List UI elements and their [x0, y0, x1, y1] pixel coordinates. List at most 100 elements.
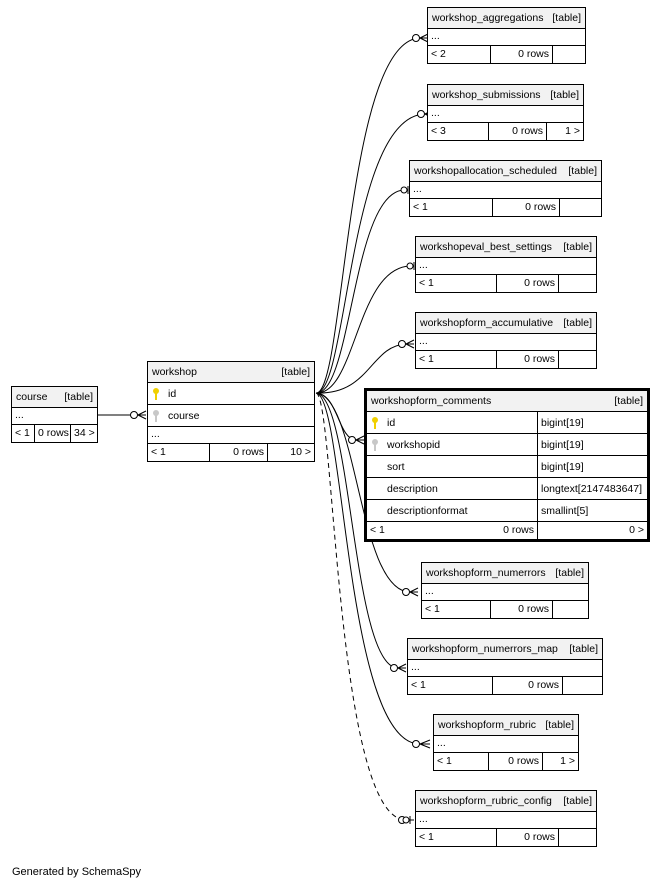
rows-count: 0 rows: [496, 829, 558, 846]
parents-count: < 1: [370, 524, 385, 536]
table-type-tag: [table]: [569, 643, 598, 655]
table-workshopeval-best-settings[interactable]: workshopeval_best_settings [table] ... <…: [415, 236, 597, 293]
columns-ellipsis: ...: [12, 408, 97, 425]
table-header: workshopeval_best_settings [table]: [416, 237, 596, 258]
link-workshop-numerrors-map: [315, 392, 399, 669]
rows-count: 0 rows: [490, 46, 552, 63]
columns-ellipsis: ...: [428, 106, 583, 123]
table-type-tag: [table]: [545, 719, 574, 731]
table-header: workshopform_rubric [table]: [434, 715, 578, 736]
column-name: id: [387, 417, 396, 429]
parents-count: < 1: [419, 353, 434, 365]
rows-count: 0 rows: [492, 677, 562, 694]
link-workshop-rubric-config: [315, 392, 407, 821]
columns-ellipsis: ...: [416, 334, 596, 351]
table-course[interactable]: course [table] ... < 1 0 rows 34 >: [11, 386, 98, 443]
link-workshop-accumulative: [315, 343, 407, 394]
table-workshopform-numerrors[interactable]: workshopform_numerrors [table] ... < 1 0…: [421, 562, 589, 619]
column-name: workshopid: [387, 439, 441, 451]
row-counts: < 1 0 rows: [410, 199, 601, 216]
table-workshop-aggregations[interactable]: workshop_aggregations [table] ... < 2 0 …: [427, 7, 586, 64]
link-workshop-submissions: [315, 113, 426, 394]
table-name: workshopform_numerrors_map: [412, 643, 558, 655]
table-type-tag: [table]: [563, 317, 592, 329]
row-counts: < 1 0 rows: [416, 829, 596, 846]
parents-count: < 1: [411, 679, 426, 691]
rows-count: 0 rows: [209, 444, 267, 461]
column-row: description longtext[2147483647]: [367, 478, 647, 500]
column-name: descriptionformat: [387, 505, 468, 517]
column-name: description: [387, 483, 438, 495]
link-workshop-numerrors: [315, 392, 411, 593]
link-workshop-aggregations: [315, 37, 421, 394]
children-count: [558, 351, 596, 368]
children-count: [552, 46, 585, 63]
table-workshopform-rubric[interactable]: workshopform_rubric [table] ... < 1 0 ro…: [433, 714, 579, 771]
table-name: workshopform_rubric_config: [420, 795, 552, 807]
table-type-tag: [table]: [64, 391, 93, 403]
children-count: [558, 829, 596, 846]
table-type-tag: [table]: [563, 241, 592, 253]
foreign-key-icon: [153, 410, 159, 422]
table-workshopform-accumulative[interactable]: workshopform_accumulative [table] ... < …: [415, 312, 597, 369]
parents-count: < 1: [419, 277, 434, 289]
primary-key-icon: [153, 388, 159, 400]
table-workshop-submissions[interactable]: workshop_submissions [table] ... < 3 0 r…: [427, 84, 584, 141]
table-header: course [table]: [12, 387, 97, 408]
table-workshop[interactable]: workshop [table] id course ... < 1 0 row…: [147, 361, 315, 462]
table-name: workshopform_rubric: [438, 719, 537, 731]
rows-count: 0 rows: [492, 199, 559, 216]
row-counts: < 1 0 rows: [416, 275, 596, 292]
table-type-tag: [table]: [555, 567, 584, 579]
table-name: workshopform_comments: [371, 395, 492, 407]
column-name: sort: [387, 461, 405, 473]
rows-count: 0 rows: [490, 601, 552, 618]
row-counts: < 1 0 rows 34 >: [12, 425, 97, 442]
table-header: workshopallocation_scheduled [table]: [410, 161, 601, 182]
link-workshop-evalbest: [315, 265, 411, 394]
children-count: [559, 199, 601, 216]
column-type: bigint[19]: [537, 456, 584, 478]
foreign-key-icon: [372, 439, 378, 451]
column-row: sort bigint[19]: [367, 456, 647, 478]
rows-count: 0 rows: [488, 123, 546, 140]
table-workshopallocation-scheduled[interactable]: workshopallocation_scheduled [table] ...…: [409, 160, 602, 217]
table-header: workshopform_numerrors_map [table]: [408, 639, 602, 660]
column-row: id bigint[19]: [367, 412, 647, 434]
table-name: workshopform_accumulative: [420, 317, 554, 329]
row-counts: < 1 0 rows 0 >: [367, 522, 647, 539]
parents-count: < 1: [15, 427, 30, 439]
column-type: smallint[5]: [537, 500, 588, 522]
generator-credit: Generated by SchemaSpy: [12, 866, 142, 878]
parents-count: < 2: [431, 48, 446, 60]
table-workshopform-comments[interactable]: workshopform_comments [table] id bigint[…: [364, 388, 650, 542]
row-counts: < 2 0 rows: [428, 46, 585, 63]
columns-ellipsis: ...: [148, 427, 314, 444]
columns-ellipsis: ...: [434, 736, 578, 753]
children-count: 1 >: [542, 753, 578, 770]
table-type-tag: [table]: [550, 89, 579, 101]
table-name: workshop_submissions: [432, 89, 541, 101]
table-header: workshopform_numerrors [table]: [422, 563, 588, 584]
children-count: [562, 677, 602, 694]
rows-count: 0 rows: [34, 425, 70, 442]
parents-count: < 1: [437, 755, 452, 767]
children-count: 10 >: [267, 444, 314, 461]
primary-key-icon: [372, 417, 378, 429]
table-name: workshop: [152, 366, 197, 378]
children-count: [552, 601, 588, 618]
children-count: 0 >: [537, 522, 647, 539]
table-type-tag: [table]: [552, 12, 581, 24]
column-type: bigint[19]: [537, 412, 584, 434]
table-name: course: [16, 391, 48, 403]
column-row: workshopid bigint[19]: [367, 434, 647, 456]
parents-count: < 1: [413, 201, 428, 213]
column-type: bigint[19]: [537, 434, 584, 456]
table-workshopform-numerrors-map[interactable]: workshopform_numerrors_map [table] ... <…: [407, 638, 603, 695]
table-workshopform-rubric-config[interactable]: workshopform_rubric_config [table] ... <…: [415, 790, 597, 847]
columns-ellipsis: ...: [428, 29, 585, 46]
column-type: longtext[2147483647]: [537, 478, 642, 500]
rows-count: 0 rows: [503, 524, 534, 536]
table-name: workshopeval_best_settings: [420, 241, 552, 253]
row-counts: < 1 0 rows 10 >: [148, 444, 314, 461]
